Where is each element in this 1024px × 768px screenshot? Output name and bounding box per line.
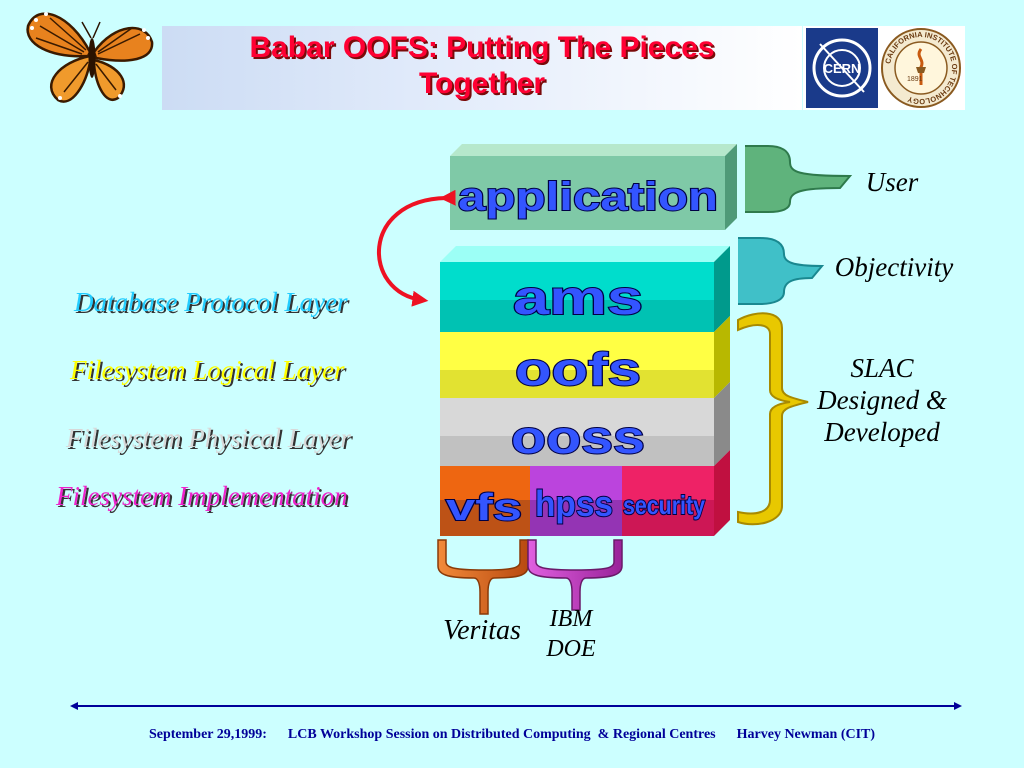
hpss-label: hpss — [535, 483, 613, 524]
oofs-label: oofs — [515, 343, 641, 395]
label-filesystem-implementation: Filesystem Implementation — [56, 481, 348, 511]
objectivity-brace — [738, 237, 825, 305]
label-database-protocol-layer: Database Protocol Layer — [74, 287, 348, 317]
slac-brace — [737, 312, 809, 526]
label-slac-line-2: Designed & — [817, 385, 947, 415]
cern-logo-text: CERN — [824, 61, 861, 76]
label-slac: SLAC Designed & Developed — [794, 352, 970, 448]
label-veritas: Veritas — [443, 615, 521, 646]
label-ibm: IBM — [549, 606, 593, 632]
cern-logo: CERN — [806, 28, 878, 108]
application-label: application — [458, 175, 718, 219]
label-ibm-doe: IBM DOE — [530, 604, 612, 664]
ooss-block — [440, 382, 730, 466]
label-slac-line-3: Developed — [824, 417, 940, 447]
title-line-1: Babar OOFS: Putting The Pieces — [249, 31, 715, 64]
label-slac-line-1: SLAC — [850, 353, 914, 383]
footer: September 29,1999: LCB Workshop Session … — [0, 727, 1024, 743]
slide-title: Babar OOFS: Putting The Pieces Together — [162, 30, 802, 102]
title-banner — [162, 26, 802, 110]
ams-block — [440, 246, 730, 332]
application-block — [450, 144, 737, 230]
caltech-seal: CALIFORNIA INSTITUTE OF TECHNOLOGY 1891 — [881, 28, 961, 108]
red-arrow — [377, 189, 456, 307]
label-objectivity: Objectivity — [834, 252, 954, 282]
footer-event: LCB Workshop Session on Distributed Comp… — [287, 727, 716, 742]
footer-author: Harvey Newman (CIT) — [736, 727, 876, 742]
ams-label: ams — [513, 272, 643, 325]
label-user: User — [865, 167, 919, 197]
caltech-year-text: 1891 — [907, 76, 923, 83]
footer-rule — [70, 702, 962, 710]
vfs-label: vfs — [446, 487, 522, 529]
label-filesystem-physical-layer: Filesystem Physical Layer — [66, 423, 351, 453]
implementation-row — [440, 450, 730, 536]
label-filesystem-logical-layer: Filesystem Logical Layer — [70, 355, 345, 385]
label-doe: DOE — [546, 636, 596, 662]
veritas-brace — [437, 539, 529, 615]
ooss-label: ooss — [511, 411, 645, 463]
user-brace — [745, 145, 853, 213]
security-label: security — [623, 490, 705, 520]
oofs-block — [440, 316, 730, 398]
hpss-brace — [527, 539, 623, 611]
title-line-2: Together — [418, 67, 546, 100]
footer-date: September 29,1999: — [148, 727, 267, 742]
butterfly-image — [26, 12, 154, 103]
